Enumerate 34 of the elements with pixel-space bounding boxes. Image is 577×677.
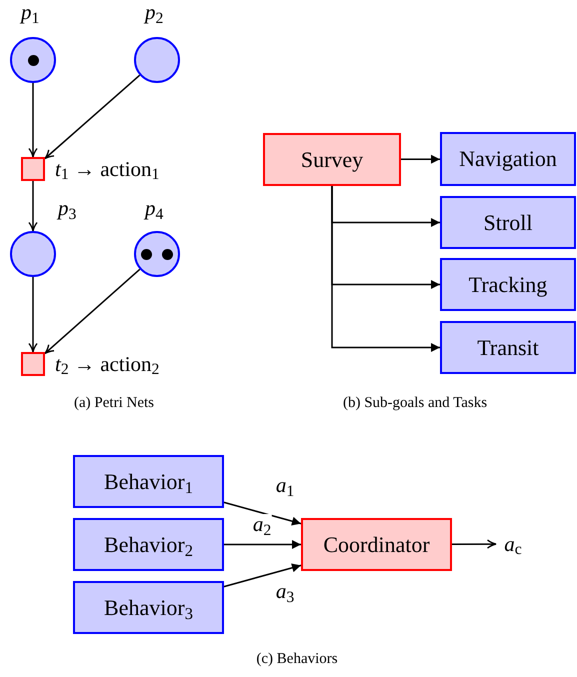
box-label: Behavior$_{3}$ <box>104 594 193 622</box>
arrow <box>224 502 302 526</box>
place-label: p$_{3}$ <box>58 198 76 219</box>
box-label: Behavior$_{2}$ <box>104 530 193 558</box>
box-label: Navigation <box>459 145 557 173</box>
place-label: p$_{4}$ <box>145 198 164 219</box>
task-box <box>440 258 576 311</box>
arrow <box>331 186 440 352</box>
figure-caption: (b) Sub-goals and Tasks <box>342 396 488 411</box>
edge-label: a$_{2}$ <box>252 514 272 535</box>
box-label: Tracking <box>468 270 548 298</box>
arrow <box>224 563 302 588</box>
goal-box <box>263 133 401 186</box>
box-label: Coordinator <box>323 530 430 558</box>
behavior-box <box>73 581 224 634</box>
figure-caption: (c) Behaviors <box>256 652 338 667</box>
behavior-box <box>73 455 224 508</box>
box-label: Survey <box>300 146 364 174</box>
task-box <box>440 132 576 186</box>
arrow <box>224 540 301 549</box>
place-label: p$_{2}$ <box>145 2 164 23</box>
output-label: a$_{c}$ <box>504 534 522 554</box>
transition-label: t$_{2}$ → action$_{2}$ <box>55 354 160 374</box>
behavior-box <box>73 518 224 571</box>
coordinator-box <box>301 518 452 571</box>
box-label: Behavior$_{1}$ <box>104 468 193 496</box>
task-box <box>440 196 576 249</box>
figure-caption: (a) Petri Nets <box>74 396 154 411</box>
transition-label: t$_{1}$ → action$_{1}$ <box>55 158 160 180</box>
box-label: Transit <box>477 334 539 362</box>
task-box <box>440 321 576 374</box>
arrow <box>401 154 440 164</box>
place-label: p$_{1}$ <box>21 2 40 23</box>
box-label: Stroll <box>484 208 532 236</box>
